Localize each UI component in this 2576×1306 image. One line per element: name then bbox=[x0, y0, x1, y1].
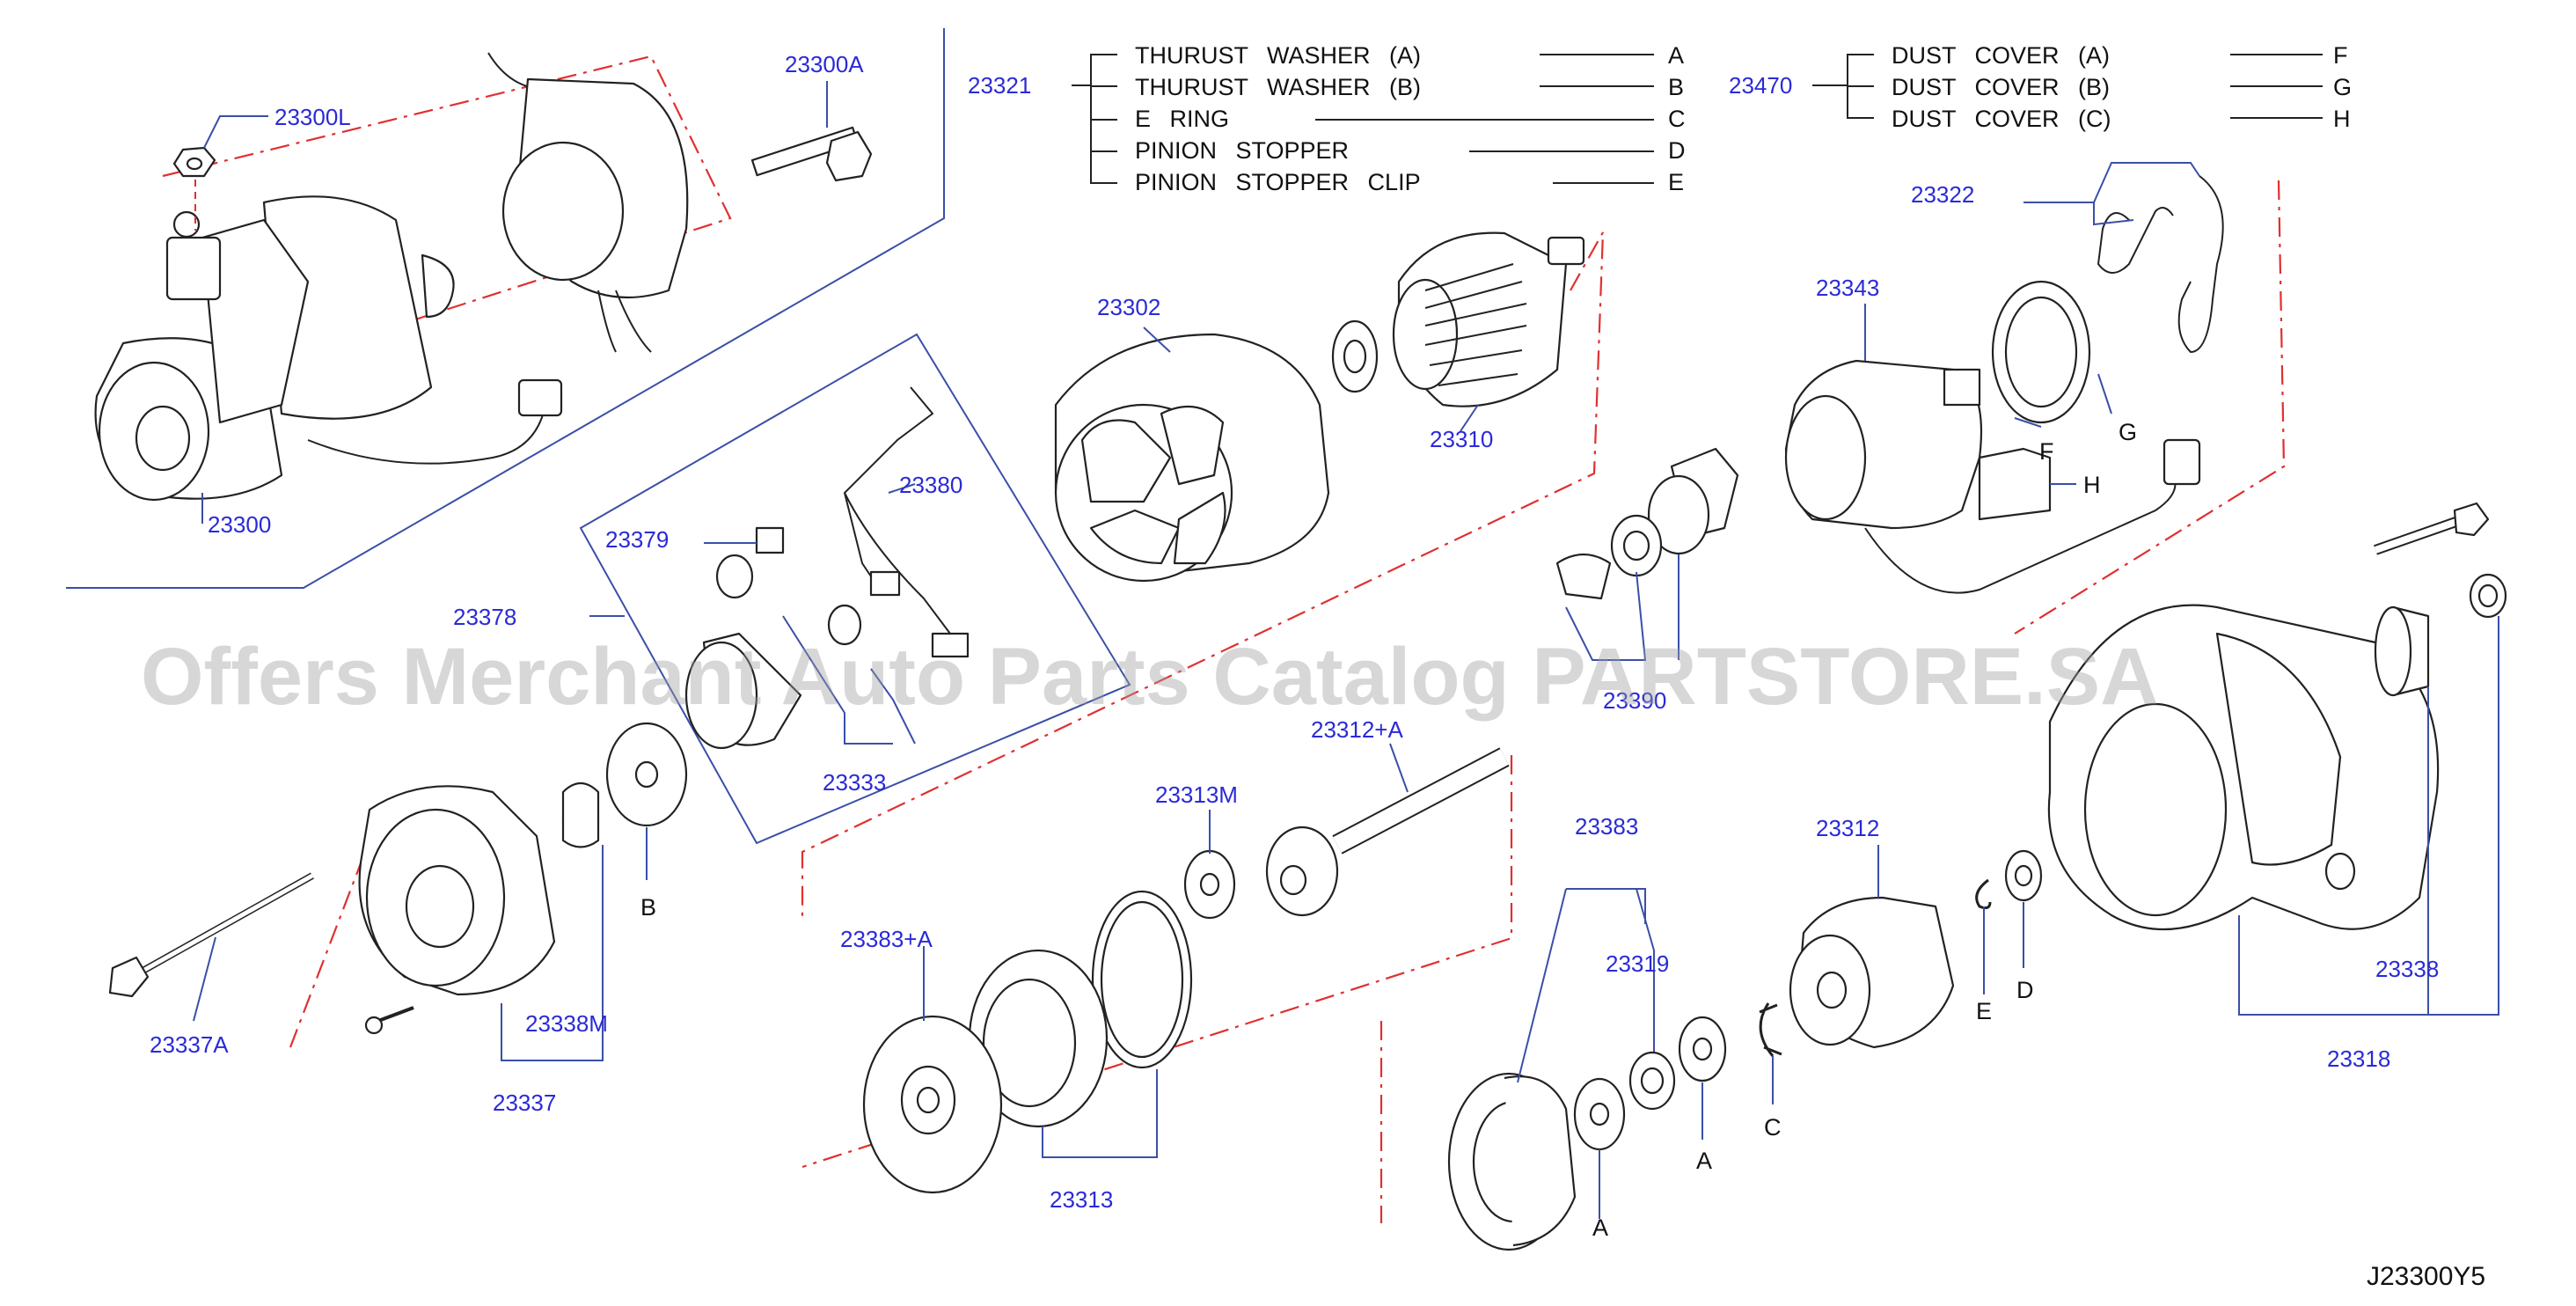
watermark: Offers Merchant Auto Parts Catalog PARTS… bbox=[141, 632, 2159, 722]
legend-item-name: DUST COVER (C) bbox=[1892, 106, 2111, 132]
assembly-line-bolt bbox=[289, 840, 371, 1048]
part-label[interactable]: 23390 bbox=[1603, 687, 1666, 714]
part-label[interactable]: 23380 bbox=[899, 472, 962, 498]
legend-item-letter: B bbox=[1668, 74, 1684, 100]
part-label[interactable]: 23302 bbox=[1097, 294, 1160, 320]
internal-gear-23313-icon bbox=[968, 949, 1109, 1128]
part-label[interactable]: 23383 bbox=[1575, 813, 1638, 840]
gear-plate-23383a-icon bbox=[862, 1015, 1003, 1194]
legend-item-letter: A bbox=[1668, 42, 1684, 69]
callout-letter: A bbox=[1696, 1148, 1712, 1174]
bushing-23338-icon bbox=[2374, 573, 2507, 697]
legend-item-name: THURUST WASHER (A) bbox=[1135, 42, 1421, 69]
part-label[interactable]: 23310 bbox=[1430, 426, 1493, 452]
letter-callouts: B F G H A A C E D bbox=[640, 419, 2137, 1241]
legend-item-name: E RING bbox=[1135, 106, 1229, 132]
part-label[interactable]: 23333 bbox=[823, 769, 886, 796]
stopper-clip-e-icon bbox=[1975, 878, 1992, 910]
callout-letter: A bbox=[1592, 1214, 1608, 1241]
legend-23321-code: 23321 bbox=[968, 72, 1031, 99]
legend-item-letter: G bbox=[2333, 74, 2352, 100]
part-label[interactable]: 23300L bbox=[274, 104, 351, 130]
part-label[interactable]: 23379 bbox=[605, 526, 669, 553]
divider-line-upper-left bbox=[66, 28, 945, 589]
legend-23470-bracket bbox=[1812, 54, 2323, 119]
brush-holder-group bbox=[684, 386, 970, 750]
leader-lines bbox=[193, 81, 2499, 1219]
part-label[interactable]: 23319 bbox=[1606, 950, 1669, 977]
brush-group-frame bbox=[579, 333, 1131, 845]
part-label[interactable]: 23318 bbox=[2327, 1046, 2390, 1072]
assembly-line-armature bbox=[801, 231, 1605, 922]
washer-a-1-icon bbox=[1573, 1077, 1626, 1151]
part-label[interactable]: 23338 bbox=[2375, 956, 2439, 982]
part-label[interactable]: 23313 bbox=[1050, 1186, 1113, 1213]
pinion-23312-icon bbox=[1789, 896, 1955, 1049]
gasket-ring-icon bbox=[1091, 890, 1193, 1069]
dust-cover-f-icon bbox=[1991, 280, 2091, 424]
legend-item-letter: F bbox=[2333, 42, 2348, 69]
nut-23300l-icon bbox=[172, 146, 216, 178]
part-label[interactable]: 23337 bbox=[493, 1090, 556, 1116]
bolt-23300a-icon bbox=[750, 126, 873, 182]
washer-a-2-icon bbox=[1678, 1016, 1727, 1082]
clip-23322-icon bbox=[2097, 175, 2224, 354]
part-label[interactable]: 23343 bbox=[1816, 275, 1879, 301]
planet-gear-23313m-icon bbox=[1183, 849, 1236, 920]
part-label[interactable]: 23300 bbox=[208, 511, 271, 538]
part-label[interactable]: 23378 bbox=[453, 604, 516, 630]
e-ring-c-icon bbox=[1759, 1002, 1782, 1057]
screw-icon bbox=[364, 1006, 414, 1035]
legend-item-name: DUST COVER (B) bbox=[1892, 74, 2110, 100]
part-label[interactable]: 23338M bbox=[525, 1010, 608, 1037]
legend-item-name: THURUST WASHER (B) bbox=[1135, 74, 1421, 100]
legend-item-letter: E bbox=[1668, 169, 1684, 195]
callout-letter: F bbox=[2039, 438, 2054, 465]
legend-23470-code: 23470 bbox=[1729, 72, 1792, 99]
part-label[interactable]: 23312+A bbox=[1311, 716, 1403, 743]
starter-motor-assembly bbox=[94, 52, 689, 502]
legend-item-letter: D bbox=[1668, 137, 1686, 164]
callout-letter: C bbox=[1764, 1114, 1782, 1141]
callout-letter: G bbox=[2119, 419, 2137, 445]
bushing-23338m-icon bbox=[561, 781, 600, 848]
part-label[interactable]: 23337A bbox=[150, 1031, 229, 1058]
legend-23470: 23470 DUST COVER (A) DUST COVER (B) DUST… bbox=[1729, 42, 2352, 132]
legend-23321-bracket bbox=[1072, 54, 1654, 184]
legend-item-letter: H bbox=[2333, 106, 2351, 132]
armature-23310-icon bbox=[1331, 231, 1585, 407]
solenoid-23343-icon bbox=[1784, 359, 2201, 594]
pinion-shaft-23312a-icon bbox=[1265, 747, 1510, 917]
part-label[interactable]: 23312 bbox=[1816, 815, 1879, 841]
legend-23321: 23321 THURUST WASHER (A) THURUST WASHER … bbox=[968, 42, 1686, 195]
part-label[interactable]: 23322 bbox=[1911, 181, 1974, 208]
diagram-code: J23300Y5 bbox=[2367, 1262, 2485, 1291]
part-label[interactable]: 23383+A bbox=[840, 926, 933, 952]
part-label[interactable]: 23300A bbox=[785, 51, 864, 77]
yoke-23302-icon bbox=[1054, 333, 1330, 583]
shift-lever-icon bbox=[1555, 447, 1739, 600]
rear-bracket-23337-icon bbox=[358, 785, 556, 996]
part-labels: 23300L 23300A 23300 23302 23310 23322 23… bbox=[150, 51, 2439, 1213]
legend-item-name: DUST COVER (A) bbox=[1892, 42, 2110, 69]
callout-letter: E bbox=[1976, 998, 1992, 1024]
front-housing-23318-icon bbox=[2047, 604, 2440, 931]
bolt-housing-icon bbox=[2374, 502, 2490, 555]
legend-item-name: PINION STOPPER bbox=[1135, 137, 1349, 164]
part-label[interactable]: 23313M bbox=[1155, 781, 1238, 808]
clutch-plate-23383-icon bbox=[1447, 1072, 1577, 1251]
callout-letter: B bbox=[640, 894, 656, 921]
legend-item-name: PINION STOPPER CLIP bbox=[1135, 169, 1421, 195]
bearing-23319-icon bbox=[1628, 1051, 1676, 1111]
through-bolt-23337a-icon bbox=[108, 872, 314, 998]
assembly-line-starter bbox=[162, 55, 732, 371]
callout-letter: H bbox=[2083, 472, 2101, 498]
callout-letter: D bbox=[2016, 977, 2034, 1003]
washer-b-icon bbox=[605, 722, 688, 827]
legend-item-letter: C bbox=[1668, 106, 1686, 132]
assembly-line-solenoid bbox=[2014, 180, 2286, 635]
pinion-stopper-d-icon bbox=[2004, 849, 2043, 902]
